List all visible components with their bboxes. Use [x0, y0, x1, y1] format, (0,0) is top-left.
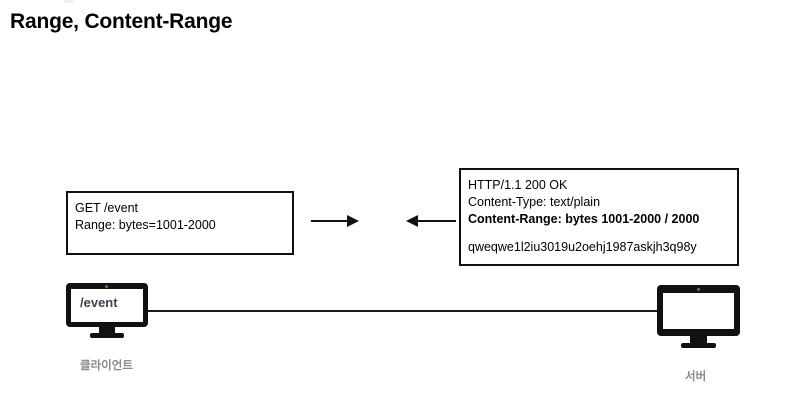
- monitor-screen: [71, 289, 143, 322]
- server-label: 서버: [685, 371, 707, 383]
- monitor-stand-neck: [690, 336, 707, 344]
- response-line-3: Content-Range: bytes 1001-2000 / 2000: [468, 212, 700, 226]
- arrow-shaft: [417, 220, 456, 222]
- top-edge-artifact: [64, 0, 73, 3]
- arrow-head: [347, 215, 359, 227]
- page-title: Range, Content-Range: [10, 10, 233, 33]
- monitor-screen: [663, 293, 734, 329]
- monitor-stand-neck: [99, 327, 115, 334]
- response-blank-line: [468, 228, 737, 239]
- monitor-stand-foot: [681, 343, 716, 348]
- request-line-2: Range: bytes=1001-2000: [75, 218, 216, 232]
- arrow-head: [406, 215, 418, 227]
- http-request-box: GET /event Range: bytes=1001-2000: [66, 191, 294, 255]
- response-body-payload: qweqwe1l2iu3019u2oehj1987askjh3q98y: [468, 240, 697, 254]
- client-monitor-icon: /event: [66, 283, 150, 339]
- webcam-dot-icon: [697, 288, 700, 291]
- arrow-shaft: [311, 220, 350, 222]
- request-line-1: GET /event: [75, 201, 138, 215]
- webcam-dot-icon: [105, 285, 108, 288]
- server-monitor-icon: [657, 285, 741, 348]
- client-label: 클라이언트: [80, 360, 133, 372]
- response-line-1: HTTP/1.1 200 OK: [468, 178, 568, 192]
- left-arrow-icon: [406, 212, 456, 230]
- client-screen-text: /event: [80, 295, 118, 310]
- network-connection-line: [146, 310, 659, 312]
- monitor-stand-foot: [90, 333, 124, 338]
- response-line-2: Content-Type: text/plain: [468, 195, 601, 209]
- right-arrow-icon: [311, 212, 359, 230]
- http-response-box: HTTP/1.1 200 OK Content-Type: text/plain…: [459, 168, 739, 266]
